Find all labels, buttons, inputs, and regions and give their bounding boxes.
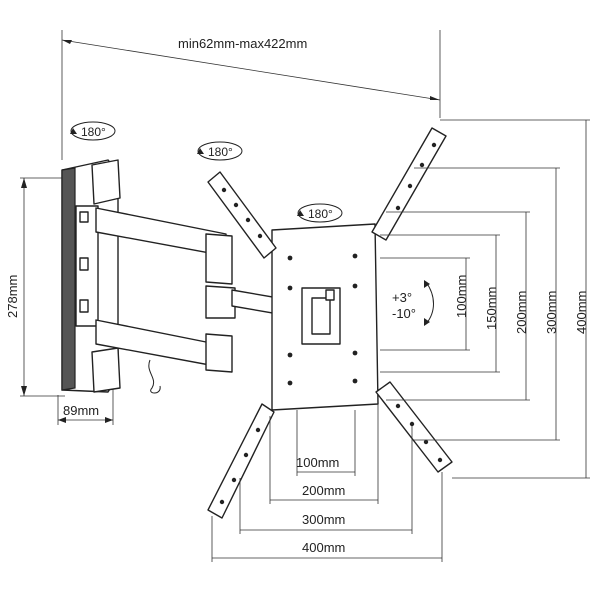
vesa-vertical-dimensions (380, 119, 590, 479)
depth-label: 89mm (63, 403, 99, 418)
vesa-arm-bottom-left (207, 403, 275, 519)
vesa-v-300-label: 300mm (544, 291, 559, 334)
height-dimension (20, 177, 65, 397)
vesa-arm-top-right (371, 127, 447, 241)
height-label: 278mm (5, 275, 20, 318)
vesa-v-200-label: 200mm (514, 291, 529, 334)
rotate-plate-icon (297, 203, 343, 223)
tilt-indicator (424, 280, 434, 326)
vesa-v-400-label: 400mm (574, 291, 589, 334)
vesa-h-300-label: 300mm (302, 512, 345, 527)
rotate-arm-label: 180° (208, 145, 233, 159)
vesa-h-400-label: 400mm (302, 540, 345, 555)
vesa-arm-top-left (207, 171, 277, 259)
wall-plate (61, 159, 121, 393)
vesa-plate (271, 223, 379, 411)
tilt-down-label: -10° (392, 306, 416, 321)
rotate-arm-icon (197, 141, 243, 161)
vesa-v-100-label: 100mm (454, 275, 469, 318)
swing-arm-middle (205, 285, 291, 319)
rotate-wall-label: 180° (81, 125, 106, 139)
arm-extension-dimension (61, 30, 441, 160)
vesa-h-200-label: 200mm (302, 483, 345, 498)
vesa-v-150-label: 150mm (484, 287, 499, 330)
rotate-wall-icon (70, 121, 116, 141)
depth-dimension (57, 385, 114, 425)
tilt-up-label: +3° (392, 290, 412, 305)
swing-arm-upper (95, 207, 233, 285)
vesa-h-100-label: 100mm (296, 455, 339, 470)
vesa-horizontal-dimensions (211, 404, 443, 562)
rotate-plate-label: 180° (308, 207, 333, 221)
arm-extension-label: min62mm-max422mm (178, 36, 307, 51)
cable-tie (148, 359, 161, 394)
swing-arm-lower (95, 319, 233, 373)
vesa-arm-bottom-right (375, 381, 453, 473)
